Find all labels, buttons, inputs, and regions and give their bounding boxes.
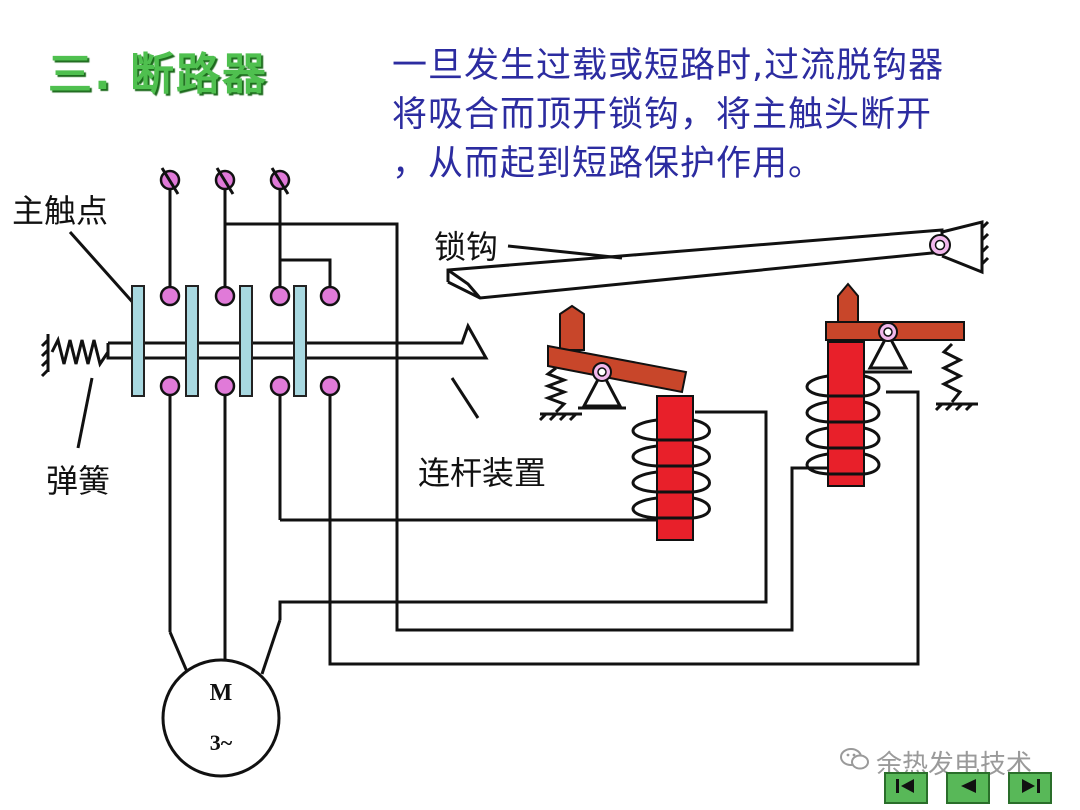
overcurrent-coil-1 xyxy=(656,395,694,541)
contact-lower-1 xyxy=(159,375,181,397)
latch-pivot-bracket xyxy=(941,220,984,275)
left-spring xyxy=(50,335,110,368)
armature-2-arm xyxy=(837,282,859,327)
first-page-button[interactable] xyxy=(884,772,928,804)
release-spring-2 xyxy=(940,342,964,403)
pointer-main-contacts xyxy=(68,231,138,307)
label-linkage: 连杆装置 xyxy=(418,454,547,492)
prev-page-icon xyxy=(955,777,981,799)
wire-coil2-bottom xyxy=(328,390,920,666)
slide-title: 三. 断路器 xyxy=(48,49,269,100)
release-pivot-1 xyxy=(581,371,623,408)
contact-lower-4 xyxy=(319,375,341,397)
linkage-bar xyxy=(106,322,489,360)
motor-label-phase: 3~ xyxy=(210,730,233,755)
contact-lower-2 xyxy=(214,375,236,397)
pointer-spring xyxy=(76,377,94,449)
next-page-button[interactable] xyxy=(1008,772,1052,804)
motor-label-m: M xyxy=(210,680,233,706)
description-line-2: 将吸合而顶开锁钩，将主触头断开 xyxy=(392,95,933,135)
description-line-1: 一旦发生过载或短路时,过流脱钩器 xyxy=(392,46,945,86)
description-line-3: ，从而起到短路保护作用。 xyxy=(392,144,825,184)
next-page-icon xyxy=(1017,777,1043,799)
release-spring-1 xyxy=(543,366,569,414)
latch-lever xyxy=(446,228,944,300)
label-latch: 锁钩 xyxy=(434,228,499,266)
contact-upper-4 xyxy=(319,285,341,307)
contact-lower-3 xyxy=(269,375,291,397)
motor-lead-left xyxy=(168,631,190,675)
watermark: 余热发电技术 xyxy=(840,744,1032,781)
contact-bar-4 xyxy=(293,285,307,397)
contact-upper-2 xyxy=(214,285,236,307)
prev-page-button[interactable] xyxy=(946,772,990,804)
wire-feed-long xyxy=(225,222,830,632)
overcurrent-coil-2 xyxy=(827,341,865,487)
latch-hook xyxy=(447,268,482,299)
contact-bar-1 xyxy=(131,285,145,397)
armature-1-lever xyxy=(547,344,688,394)
contact-upper-3 xyxy=(269,285,291,307)
contact-bar-2 xyxy=(185,285,199,397)
pointer-linkage xyxy=(450,377,480,419)
label-main-contacts: 主触点 xyxy=(12,192,109,230)
motor xyxy=(161,658,281,778)
description: 一旦发生过载或短路时,过流脱钩器 将吸合而顶开锁钩，将主触头断开 ，从而起到短路… xyxy=(392,42,1072,189)
first-page-icon xyxy=(893,777,919,799)
release-pivot-2 xyxy=(867,333,909,370)
motor-lead-right xyxy=(260,619,282,675)
pointer-latch xyxy=(507,244,623,260)
armature-1-arm xyxy=(559,304,585,351)
label-spring: 弹簧 xyxy=(46,462,111,500)
wechat-icon xyxy=(840,746,870,779)
contact-upper-1 xyxy=(159,285,181,307)
wire-coil1-return xyxy=(278,410,768,620)
jumper-line xyxy=(280,258,332,288)
contact-bar-3 xyxy=(239,285,253,397)
